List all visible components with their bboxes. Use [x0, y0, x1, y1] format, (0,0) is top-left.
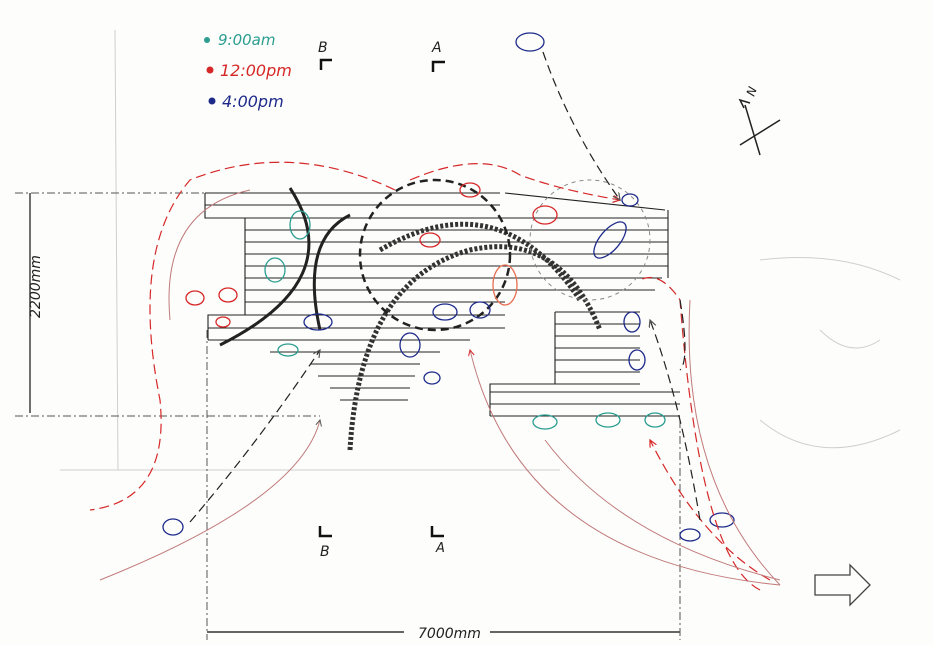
- svg-text:B: B: [318, 40, 328, 56]
- deck-slats-left: [204, 192, 505, 401]
- legend-label-afternoon: 4:00pm: [222, 92, 284, 111]
- legend-label-noon: 12:00pm: [220, 61, 292, 80]
- curved-walls: [219, 187, 351, 347]
- legend-item-morning: 9:00am: [204, 31, 276, 49]
- legend-item-noon: 12:00pm: [206, 61, 292, 80]
- entry-arrow-icon: [814, 563, 871, 607]
- dashed-circles: [358, 178, 651, 332]
- deck-slats-right: [489, 192, 680, 417]
- background-sketch-lines: [60, 29, 901, 471]
- flow-paths-noon: [89, 161, 771, 591]
- north-arrow-icon: N: [738, 85, 781, 156]
- legend-item-afternoon: 4:00pm: [208, 92, 284, 111]
- time-legend: 9:00am 12:00pm 4:00pm: [204, 31, 292, 111]
- svg-text:A: A: [431, 40, 442, 56]
- dimension-width-label: 7000mm: [418, 626, 481, 642]
- dimension-height: 2200mm: [15, 192, 320, 417]
- svg-text:A: A: [435, 541, 445, 556]
- flow-paths-morning: [99, 189, 781, 586]
- section-marker-top-a: A: [431, 40, 445, 72]
- dimension-width: 7000mm: [206, 330, 681, 642]
- dimension-height-label: 2200mm: [28, 255, 44, 318]
- bench-arcs: [347, 221, 603, 451]
- section-marker-top-b: B: [318, 40, 332, 70]
- legend-label-morning: 9:00am: [218, 31, 276, 49]
- people-figures: [162, 32, 735, 542]
- section-marker-bottom-a: A: [430, 526, 445, 556]
- flow-paths-afternoon: [189, 51, 701, 523]
- svg-text:B: B: [320, 544, 330, 560]
- section-marker-bottom-b: B: [318, 526, 332, 560]
- north-label: N: [744, 85, 760, 98]
